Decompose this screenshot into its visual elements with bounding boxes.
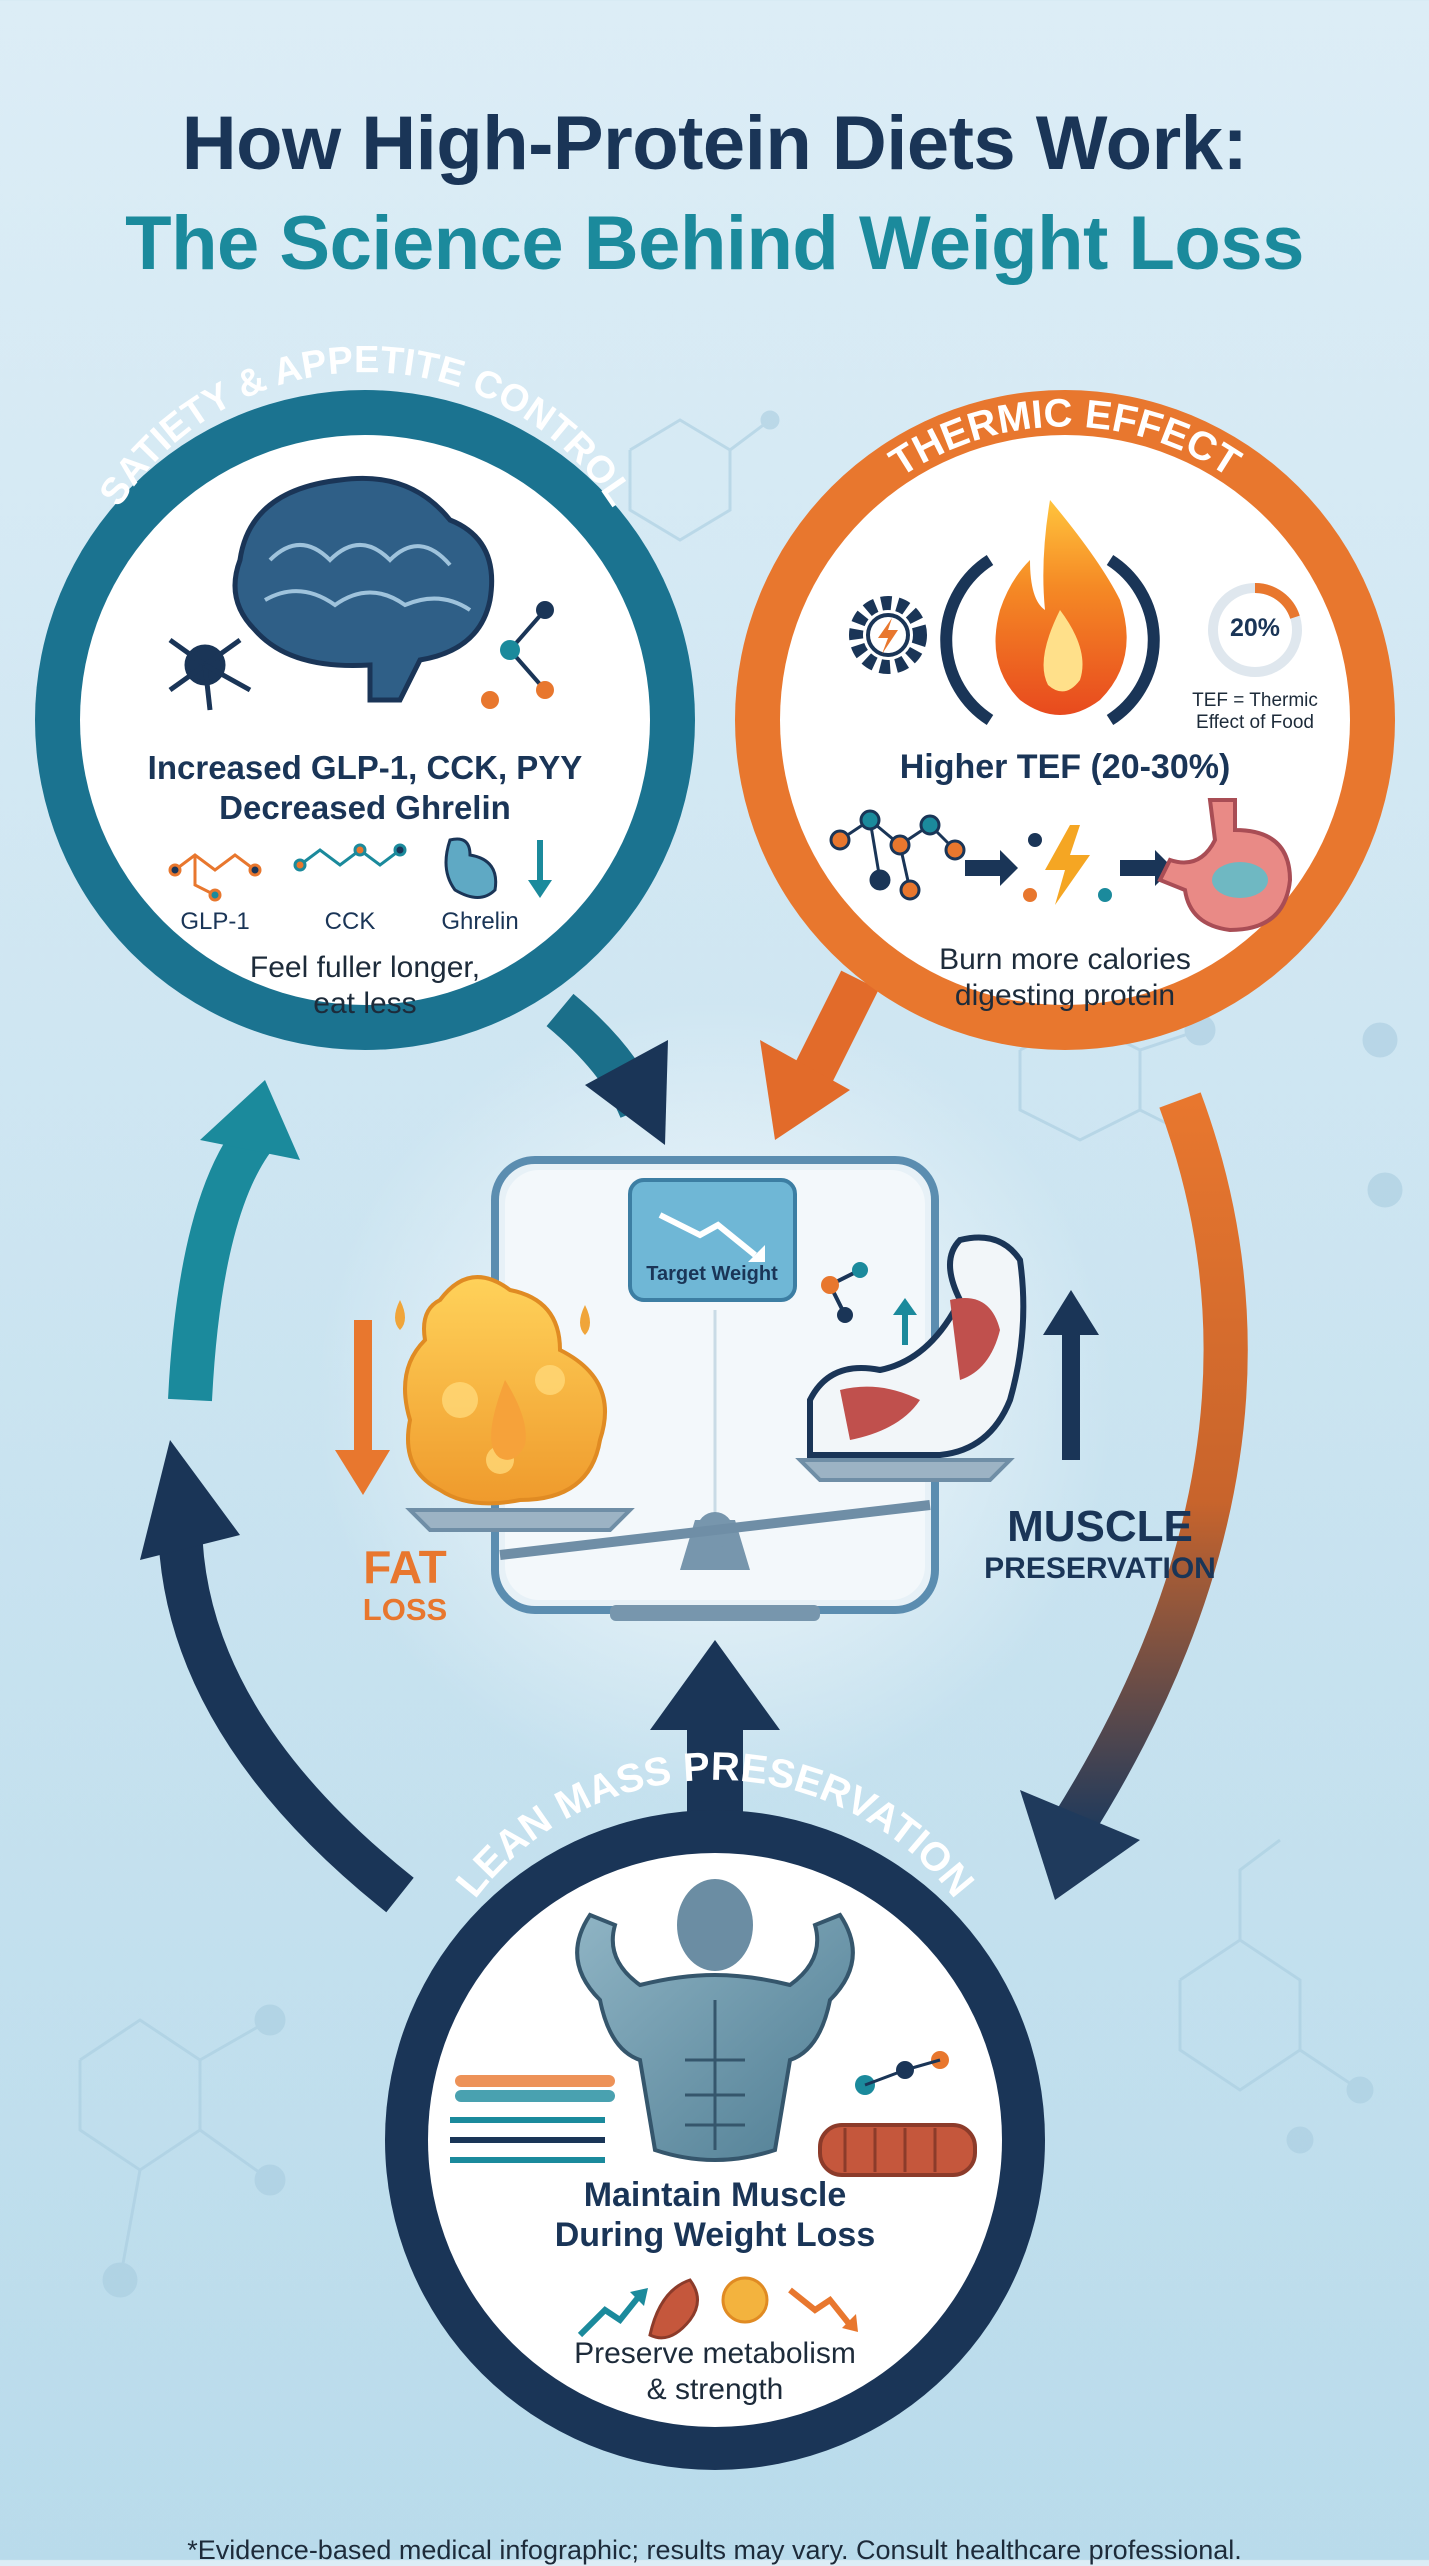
muscle-up-arrow-icon	[1043, 1290, 1099, 1460]
gear-icon	[849, 596, 927, 674]
satiety-heading: SATIETY & APPETITE CONTROL	[92, 339, 641, 513]
glp1-label: GLP-1	[180, 908, 250, 935]
scale-icon	[491, 1156, 939, 1614]
protein-chain-icon	[829, 809, 966, 901]
trend-up-icon	[577, 2288, 648, 2338]
lean-caption2: & strength	[646, 2373, 784, 2406]
thermic-caption2: digesting protein	[954, 979, 1176, 1012]
arrow-satiety-to-center	[585, 1040, 668, 1145]
molecule-icon	[481, 601, 554, 709]
footer-disclaimer: *Evidence-based medical infographic; res…	[187, 2535, 1242, 2565]
brain-icon	[232, 475, 495, 703]
ghrelin-label: Ghrelin	[441, 908, 519, 935]
muscle-icon	[648, 2278, 699, 2340]
muscle-word: MUSCLE	[1007, 1502, 1193, 1551]
arrow-left-upper	[200, 1080, 300, 1160]
satiety-circle	[35, 390, 695, 1050]
cck-molecule-icon	[293, 843, 407, 872]
fat-cell-icon-small	[721, 2276, 769, 2324]
stomach-icon-2	[1157, 798, 1293, 933]
gauge-label: 20%	[1229, 614, 1281, 642]
arrow-thermic-to-center	[760, 1040, 850, 1140]
satiety-caption1: Feel fuller longer,	[249, 951, 481, 984]
molecule-icon-center	[821, 1262, 917, 1345]
balance-icon	[405, 1458, 1015, 1621]
trend-down-icon	[658, 1212, 757, 1258]
lean-caption1: Preserve metabolism	[574, 2337, 856, 2370]
cck-label: CCK	[324, 908, 376, 935]
tef-note1: TEF = Thermic	[1192, 690, 1318, 711]
energy-icon	[1023, 825, 1112, 905]
arrow-right-icon	[965, 850, 1018, 886]
bodybuilder-icon	[575, 1879, 855, 2162]
cycle-arrows	[140, 970, 1248, 1913]
thermic-headline: Higher TEF (20-30%)	[899, 748, 1231, 786]
neuron-icon	[168, 637, 252, 711]
lean-circle	[385, 1810, 1045, 2470]
muscle-sub: PRESERVATION	[984, 1552, 1216, 1585]
thermic-circle	[735, 390, 1395, 1050]
glp1-molecule-icon	[168, 853, 262, 902]
stomach-icon	[444, 837, 498, 899]
lean-line1: Maintain Muscle	[583, 2176, 847, 2214]
fat-down-arrow-icon	[335, 1320, 390, 1495]
muscle-bundle-icon	[818, 2051, 977, 2177]
arrow-left-lower	[140, 1440, 240, 1560]
muscle-fiber-icon	[450, 2075, 615, 2163]
thermic-heading: THERMIC EFFECT	[882, 391, 1248, 485]
cycle-arrows-icon	[940, 554, 1160, 726]
target-weight-label: Target Weight	[646, 1263, 778, 1285]
arrow-down-icon	[528, 840, 552, 898]
arrow-right-arc	[1020, 1790, 1140, 1900]
satiety-line1: Increased GLP-1, CCK, PYY	[147, 749, 583, 786]
page-title: How High-Protein Diets Work:	[181, 101, 1248, 186]
tef-note2: Effect of Food	[1196, 712, 1314, 733]
lean-heading: LEAN MASS PRESERVATION	[448, 1745, 982, 1906]
satiety-caption2: eat less	[313, 987, 417, 1020]
arrow-lean-to-center	[650, 1640, 780, 1730]
gauge-icon	[1208, 583, 1302, 677]
page-subtitle: The Science Behind Weight Loss	[125, 201, 1304, 286]
trend-down-icon-small	[788, 2287, 858, 2332]
fat-cell-icon	[395, 1275, 607, 1506]
flexed-arm-icon	[807, 1234, 1027, 1458]
thermic-caption1: Burn more calories	[939, 943, 1191, 976]
lean-line2: During Weight Loss	[554, 2216, 876, 2254]
fat-sub: LOSS	[362, 1592, 448, 1627]
fat-word: FAT	[363, 1541, 447, 1593]
satiety-line2: Decreased Ghrelin	[219, 789, 511, 826]
flame-icon	[995, 500, 1127, 715]
